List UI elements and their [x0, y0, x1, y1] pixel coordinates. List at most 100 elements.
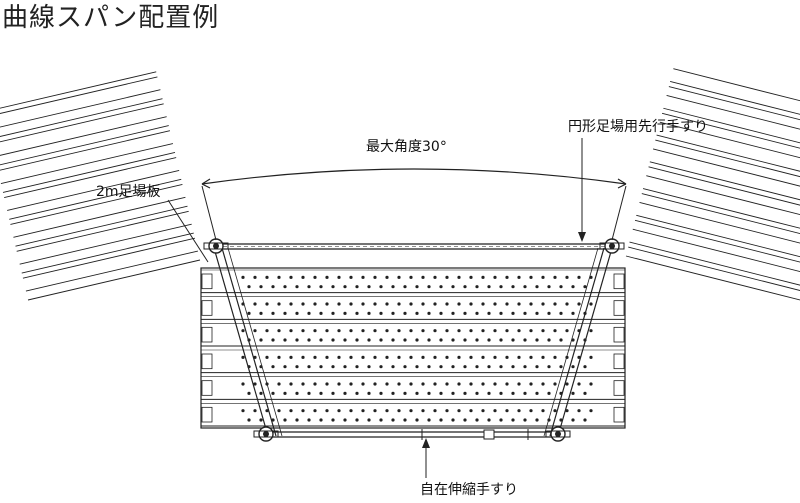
plank-hole	[367, 391, 371, 395]
plank-hole	[397, 302, 401, 306]
plank-hole	[439, 311, 443, 315]
plank-hole	[547, 311, 551, 315]
plank-hole	[535, 365, 539, 369]
plank-hole	[361, 329, 365, 333]
plank-hole	[535, 285, 539, 289]
plank-hole	[349, 329, 353, 333]
plank-hole	[373, 355, 377, 359]
plank-hole	[493, 329, 497, 333]
plank-hole	[529, 302, 533, 306]
plank-hole	[583, 418, 587, 422]
plank-hole	[295, 365, 299, 369]
plank-hole	[541, 382, 545, 386]
plank-hole	[301, 329, 305, 333]
plank-hole	[373, 302, 377, 306]
plank-hole	[349, 302, 353, 306]
plank-hole	[277, 355, 281, 359]
plank-hole	[457, 355, 461, 359]
span-line	[15, 205, 188, 247]
plank-hole	[475, 311, 479, 315]
plank-hole	[271, 391, 275, 395]
plank-hole	[241, 409, 245, 413]
plank-hole	[283, 338, 287, 342]
plank-hole	[445, 355, 449, 359]
plank-hole	[325, 409, 329, 413]
plank-hole	[469, 382, 473, 386]
plank-hole	[475, 365, 479, 369]
plank-hole	[319, 418, 323, 422]
span-line	[648, 166, 800, 206]
plank-hole	[433, 355, 437, 359]
plank-hole	[385, 302, 389, 306]
plank-hole	[457, 409, 461, 413]
plank-hole	[511, 311, 515, 315]
plank-hole	[517, 302, 521, 306]
plank-hole	[445, 302, 449, 306]
plank-hole	[529, 382, 533, 386]
span-line	[19, 223, 192, 265]
plank-hole	[319, 365, 323, 369]
plank-hole	[547, 391, 551, 395]
plank-hole	[367, 311, 371, 315]
left-diagonal-frame-inner	[221, 247, 277, 437]
plank-hole	[343, 365, 347, 369]
plank-hole	[571, 365, 575, 369]
plank-hole	[589, 355, 593, 359]
plank-hole	[487, 365, 491, 369]
plank-hole	[409, 382, 413, 386]
plank-hole	[385, 329, 389, 333]
plank-hole	[415, 338, 419, 342]
plank-hole	[313, 355, 317, 359]
plank-hole	[559, 365, 563, 369]
plank-hole	[247, 311, 251, 315]
plank-hole	[523, 418, 527, 422]
plank-hole	[445, 275, 449, 279]
plank-hole	[553, 409, 557, 413]
plank-hole	[529, 355, 533, 359]
plank-hole	[373, 329, 377, 333]
plank-hole	[313, 409, 317, 413]
plank-hole	[277, 275, 281, 279]
span-line	[0, 98, 163, 137]
span-line	[668, 86, 800, 121]
plank-hole	[415, 418, 419, 422]
plank-hole	[367, 285, 371, 289]
plank-hole	[547, 338, 551, 342]
plank-hole	[523, 311, 527, 315]
plank-hole	[571, 311, 575, 315]
span-line	[666, 95, 800, 130]
span-line	[16, 210, 189, 252]
plank-hole	[589, 329, 593, 333]
plank-hole	[541, 302, 545, 306]
plank-hole	[451, 391, 455, 395]
plank-hole	[415, 311, 419, 315]
plank-hole	[451, 365, 455, 369]
plank-hole	[391, 311, 395, 315]
plank-hole	[487, 338, 491, 342]
plank-label: 2m足場板	[96, 184, 161, 200]
plank-hole	[355, 285, 359, 289]
plank-hole	[457, 275, 461, 279]
plank-hole	[301, 409, 305, 413]
plank-hole	[571, 391, 575, 395]
plank-hole	[361, 382, 365, 386]
span-line	[656, 134, 800, 172]
plank-hole	[319, 311, 323, 315]
plank-hole	[289, 275, 293, 279]
plank-hole	[517, 275, 521, 279]
plank-hole	[463, 418, 467, 422]
plank-hole	[289, 302, 293, 306]
plank-hole	[475, 338, 479, 342]
plank-hole	[253, 382, 257, 386]
plank-hole	[511, 285, 515, 289]
plank-hole	[487, 311, 491, 315]
plank-hole	[397, 382, 401, 386]
plank-hole	[343, 338, 347, 342]
plank-hole	[421, 275, 425, 279]
span-line	[659, 121, 800, 159]
plank-hole	[259, 418, 263, 422]
plank-hole	[265, 355, 269, 359]
plank-hole	[535, 418, 539, 422]
plank-hole	[397, 409, 401, 413]
clamp-plate	[599, 242, 625, 250]
